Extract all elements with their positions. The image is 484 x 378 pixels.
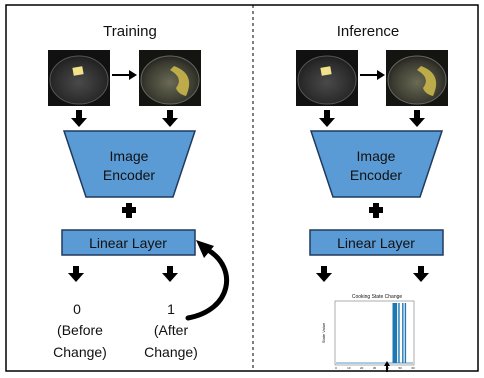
linear-layer-label-left: Linear Layer (89, 235, 167, 251)
chart-bar-6 (398, 303, 400, 363)
output-label-after-line3: Change) (144, 344, 198, 360)
down-arrow-right-4 (413, 266, 429, 282)
plus-icon-left (122, 203, 136, 218)
chart-y-axis-label: State Value (321, 322, 326, 343)
output-label-before-line2: (Before (57, 322, 103, 338)
chart-bars (392, 303, 407, 363)
chart-x-ticks: 0102030405060 (335, 366, 415, 370)
linear-layer-label-right: Linear Layer (337, 235, 415, 251)
linear-layer-block-left (61, 229, 196, 256)
output-label-after-line2: (After (154, 322, 189, 338)
encoder-label-line2-right: Encoder (350, 167, 402, 183)
linear-layer-block-right (309, 229, 444, 256)
panel-title-training: Training (103, 23, 157, 40)
chart-pointer-arrow (384, 361, 390, 372)
down-arrow-right-1 (319, 110, 335, 127)
down-arrow-left-2 (162, 110, 178, 127)
output-value-after: 1 (167, 301, 175, 317)
chart-x-tick-3: 30 (373, 366, 377, 370)
chart-x-tick-2: 20 (360, 366, 364, 370)
feedback-curved-arrow (185, 240, 230, 321)
chart-bar-7 (402, 303, 404, 363)
chart-plot-area (334, 300, 415, 366)
encoder-label-line1-left: Image (110, 148, 149, 164)
chart-x-tick-0: 0 (335, 366, 337, 370)
encoder-label-line1-right: Image (357, 148, 396, 164)
down-arrow-right-3 (316, 266, 332, 282)
chart-x-tick-6: 60 (411, 366, 415, 370)
chart-title: Cooking State Change (352, 294, 403, 300)
chart-x-tick-1: 10 (347, 366, 351, 370)
cooking-state-chart: Cooking State Change State Value 0 10 20 30… (321, 294, 415, 370)
frame-image-before-left (48, 50, 110, 106)
output-value-before: 0 (73, 301, 81, 317)
sequence-arrow-right (360, 70, 385, 80)
panel-title-inference: Inference (337, 23, 400, 40)
output-label-before-line3: Change) (53, 344, 107, 360)
frame-image-after-left (139, 50, 201, 106)
chart-bar-8 (404, 303, 407, 363)
frame-image-after-right (386, 50, 448, 106)
chart-bar-5 (395, 303, 398, 363)
frame-image-before-right (296, 50, 358, 106)
down-arrow-left-4 (162, 266, 178, 282)
sequence-arrow-left (112, 70, 137, 80)
image-encoder-block-left (62, 130, 197, 198)
image-encoder-block-right (309, 130, 444, 198)
chart-x-tick-5: 50 (398, 366, 402, 370)
down-arrow-right-2 (409, 110, 425, 127)
encoder-label-line2-left: Encoder (103, 167, 155, 183)
outer-frame (5, 4, 479, 372)
down-arrow-left-1 (71, 110, 87, 127)
plus-icon-right (369, 203, 383, 218)
down-arrow-left-3 (68, 266, 84, 282)
